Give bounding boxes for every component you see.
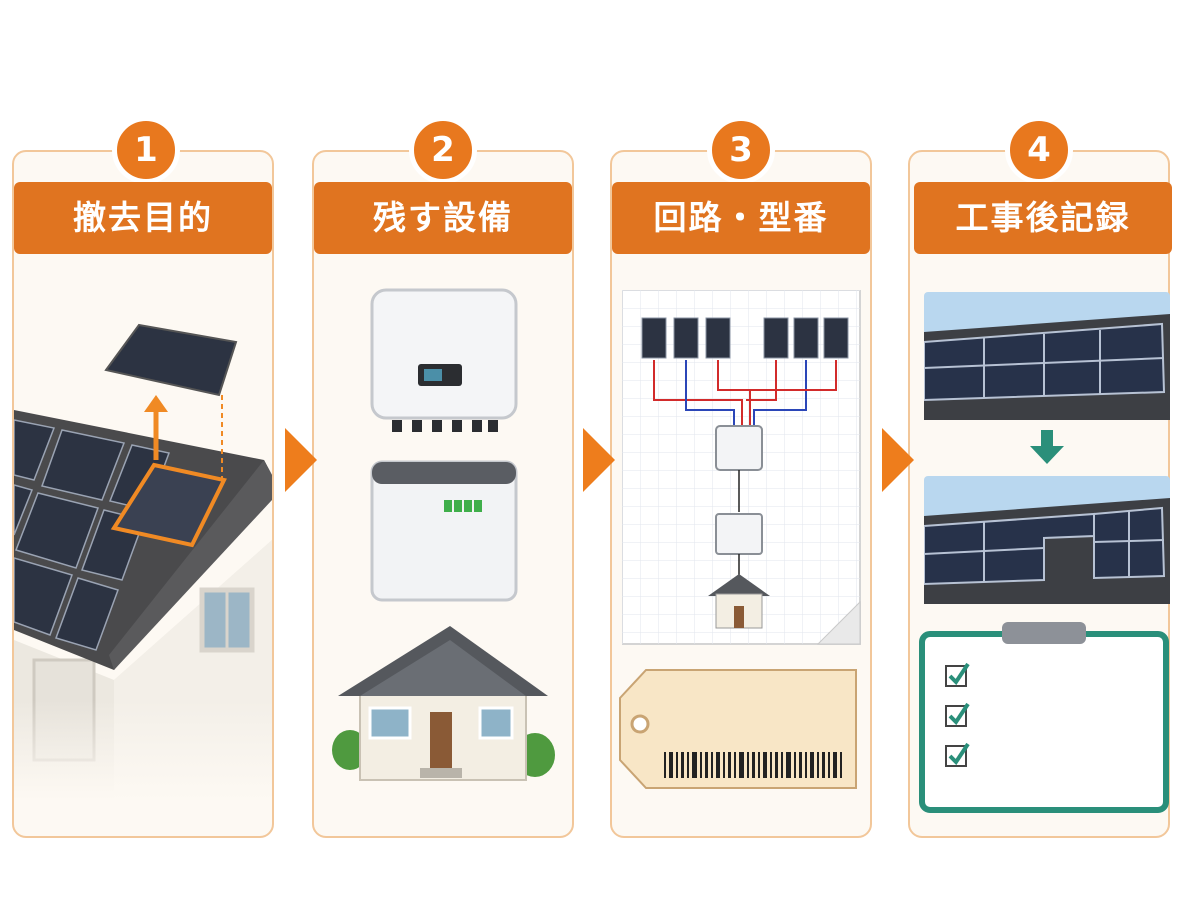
roof-photo-after-icon [924, 476, 1170, 604]
tag-barcode-icon [619, 669, 857, 789]
arrow-2-to-3-icon [583, 428, 615, 492]
roof-photo-before-icon [924, 292, 1170, 420]
step-1-number: 1 [112, 116, 180, 184]
arrow-3-to-4-icon [882, 428, 914, 492]
arrow-down-icon [1030, 430, 1064, 464]
step-2-title: 残す設備 [314, 182, 572, 254]
step-1-title: 撤去目的 [14, 182, 272, 254]
step-2-number: 2 [409, 116, 477, 184]
battery-icon [370, 460, 518, 602]
arrow-1-to-2-icon [285, 428, 317, 492]
checklist-clipboard-icon [919, 622, 1169, 813]
step-3-number: 3 [707, 116, 775, 184]
step-4-number: 4 [1005, 116, 1073, 184]
inverter-icon [370, 288, 518, 432]
house-icon [332, 626, 555, 781]
roof-solar-removal-icon [14, 323, 272, 800]
wiring-diagram-icon [622, 290, 861, 645]
step-3-title: 回路・型番 [612, 182, 870, 254]
step-4-title: 工事後記録 [914, 182, 1172, 254]
